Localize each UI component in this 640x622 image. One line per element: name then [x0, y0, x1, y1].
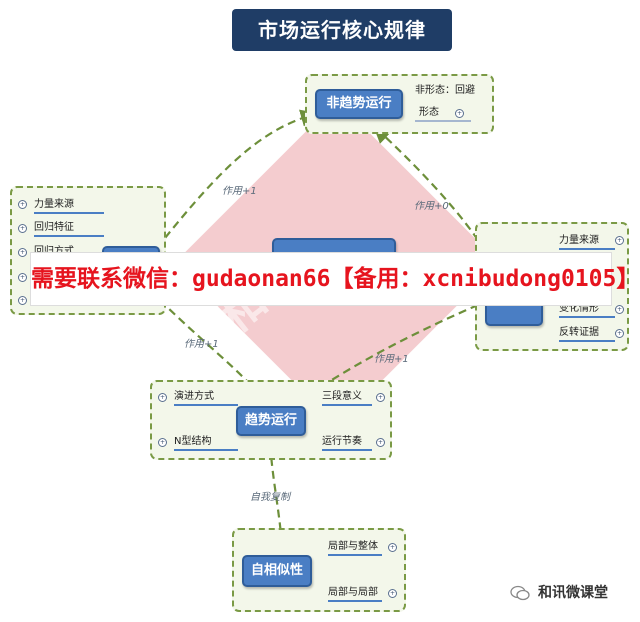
expand-dot-icon[interactable]: +: [18, 273, 27, 282]
edge-left-to-nontrend: [164, 109, 319, 239]
edge-left-to-trend: [159, 299, 267, 404]
group-trend: + 演进方式 + N型结构 趋势运行 三段意义 + 运行节奏 +: [150, 380, 392, 460]
leaf-right-reversal: 反转证据: [559, 324, 615, 342]
footer-brand: 和讯微课堂: [538, 585, 608, 601]
leaf-left-force: 力量来源: [34, 196, 104, 214]
page-title: 市场运行核心规律: [232, 9, 452, 51]
node-self-similar[interactable]: 自相似性: [242, 555, 312, 587]
wechat-icon: [510, 585, 530, 601]
leaf-trend-rhythm: 运行节奏: [322, 433, 372, 451]
leaf-local-local: 局部与局部: [328, 584, 382, 602]
expand-dot-icon[interactable]: +: [376, 393, 385, 402]
expand-dot-icon[interactable]: +: [158, 438, 167, 447]
leaf-trend-evolution: 演进方式: [174, 388, 238, 406]
edge-right-to-nontrend: [373, 125, 479, 241]
expand-dot-icon[interactable]: +: [18, 248, 27, 257]
leaf-local-global: 局部与整体: [328, 538, 382, 556]
expand-dot-icon[interactable]: +: [18, 200, 27, 209]
expand-dot-icon[interactable]: +: [388, 589, 397, 598]
expand-dot-icon[interactable]: +: [615, 305, 624, 314]
expand-dot-icon[interactable]: +: [18, 224, 27, 233]
expand-dot-icon[interactable]: +: [376, 438, 385, 447]
leaf-pattern: 形态 +: [415, 104, 471, 122]
leaf-right-change: 变化情形: [559, 300, 615, 318]
group-self-similar: 自相似性 局部与整体 + 局部与局部 +: [232, 528, 406, 612]
group-non-trend: 非趋势运行 非形态：回避 形态 +: [305, 74, 494, 134]
edge-label-left-top: 作用+1: [222, 186, 257, 197]
leaf-right-force: 力量来源: [559, 232, 615, 250]
edge-label-left-bottom: 作用+1: [184, 339, 219, 350]
banner-text: 需要联系微信：gudaonan66【备用：xcnibudong0105】: [31, 266, 640, 292]
leaf-trend-n-structure: N型结构: [174, 433, 238, 451]
expand-dot-icon[interactable]: +: [615, 236, 624, 245]
contact-banner: 需要联系微信：gudaonan66【备用：xcnibudong0105】: [30, 252, 640, 306]
edge-label-right-bottom: 作用+1: [374, 354, 409, 365]
leaf-non-pattern: 非形态：回避: [415, 85, 475, 96]
expand-dot-icon[interactable]: +: [18, 296, 27, 305]
edge-label-right-top: 作用+0: [414, 201, 449, 212]
expand-dot-icon[interactable]: +: [158, 393, 167, 402]
node-trend[interactable]: 趋势运行: [236, 406, 306, 436]
collapse-dot-icon[interactable]: +: [455, 109, 464, 118]
edge-label-self-copy: 自我复制: [250, 492, 290, 503]
leaf-trend-three-stage: 三段意义: [322, 388, 372, 406]
node-non-trend[interactable]: 非趋势运行: [315, 89, 403, 119]
expand-dot-icon[interactable]: +: [615, 329, 624, 338]
leaf-left-revert-feature: 回归特征: [34, 219, 104, 237]
expand-dot-icon[interactable]: +: [388, 543, 397, 552]
